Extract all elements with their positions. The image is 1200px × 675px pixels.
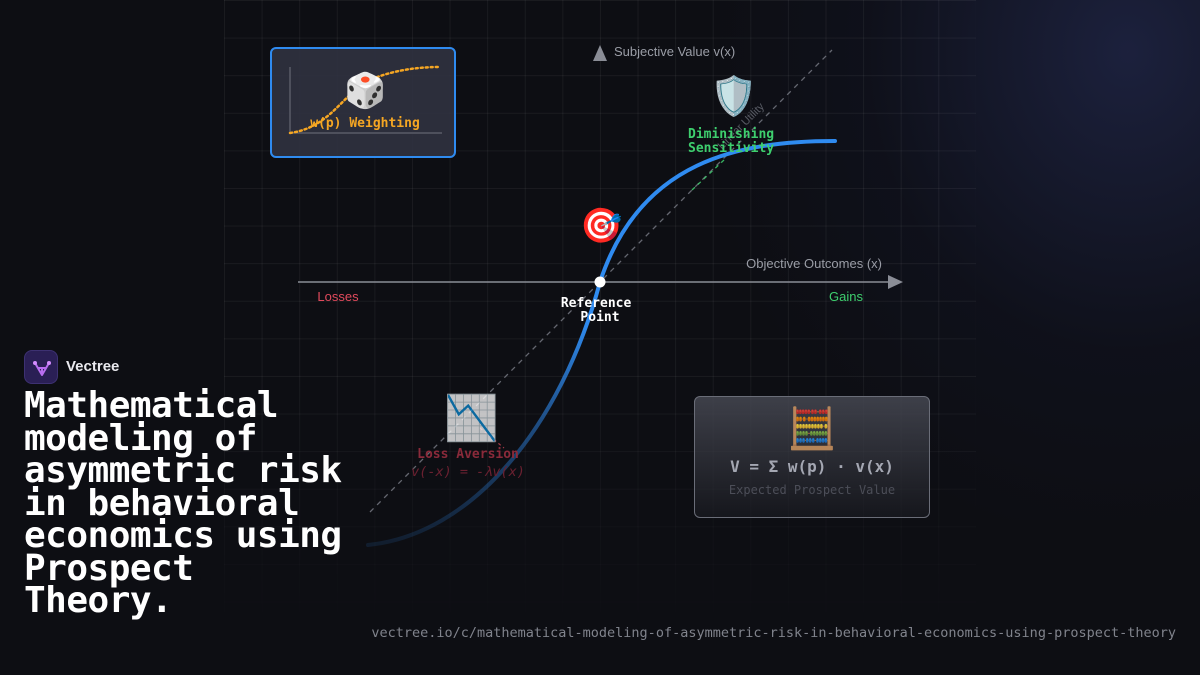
vectree-logo-mark: [33, 361, 51, 376]
loss-tangent-line: [479, 427, 505, 449]
chart-decreasing-icon: 📉: [444, 394, 499, 443]
reference-point-label: Reference Point: [561, 296, 639, 325]
weighting-label: w(p) Weighting: [310, 116, 420, 131]
prospect-value-caption: Expected Prospect Value: [728, 483, 896, 497]
diminishing-sensitivity-line-1: Diminishing: [688, 127, 774, 142]
x-axis-label: Objective Outcomes (x): [746, 256, 882, 271]
shield-icon: 🛡️: [710, 76, 758, 118]
abacus-icon: 🧮: [787, 407, 837, 451]
weighting-function-plot: [288, 65, 442, 135]
target-icon: 🎯: [580, 207, 623, 245]
prospect-value-card: 🧮 V = Σ w(p) · v(x) Expected Prospect Va…: [694, 396, 930, 518]
y-axis-label: Subjective Value v(x): [614, 44, 735, 59]
brand-name: Vectree: [66, 358, 120, 375]
reference-point-label-line-2: Point: [580, 310, 619, 325]
probability-weighting-card: 🎲 w(p) Weighting: [270, 47, 456, 158]
x-axis-arrow: [888, 275, 903, 289]
source-url[interactable]: vectree.io/c/mathematical-modeling-of-as…: [371, 625, 1176, 641]
linear-utility-line: [369, 49, 833, 513]
weighting-curve: [288, 65, 442, 135]
diminishing-sensitivity-line-2: Sensitivity: [688, 141, 774, 156]
diminishing-sensitivity-label: Diminishing Sensitivity: [688, 127, 782, 156]
page-title: Mathematical modeling of asymmetric risk…: [24, 385, 342, 621]
reference-point-label-line-1: Reference: [561, 296, 632, 311]
y-axis-arrow: [593, 45, 607, 61]
vectree-logo-icon: [24, 350, 58, 384]
dice-icon: 🎲: [344, 72, 387, 110]
loss-aversion-formula: v(-x) = -λv(x): [411, 464, 525, 480]
prospect-value-formula: V = Σ w(p) · v(x): [730, 457, 894, 476]
gains-label: Gains: [829, 289, 863, 304]
loss-aversion-label: Loss Aversion: [417, 447, 519, 462]
reference-point-marker: [594, 276, 606, 288]
losses-label: Losses: [317, 289, 359, 304]
